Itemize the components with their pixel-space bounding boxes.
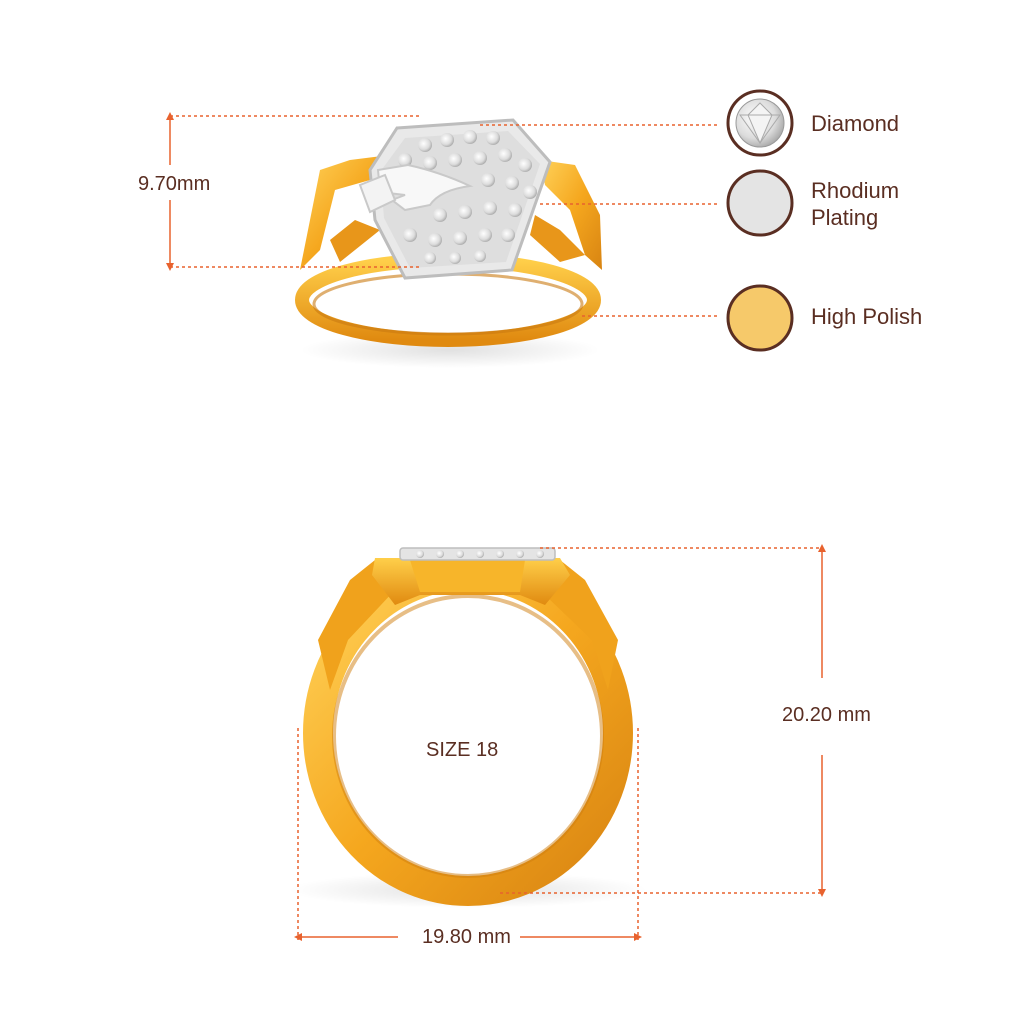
legend-polish-text: High Polish <box>811 304 923 329</box>
rhodium-swatch <box>726 169 794 237</box>
legend-polish-label: High Polish <box>811 303 922 330</box>
top-height-label: 9.70mm <box>138 173 211 195</box>
legend-diamond-text: Diamond <box>811 111 900 136</box>
dimension-arrowheads <box>166 112 826 941</box>
legend-rhodium-text-line2: Plating <box>811 205 879 230</box>
ring-front-view <box>288 547 648 908</box>
right-shoulder <box>540 160 602 270</box>
front-width-label: 19.80 mm <box>422 926 511 948</box>
left-shoulder <box>300 155 390 270</box>
dimension-guides <box>169 115 823 940</box>
legend-rhodium-label: Rhodium Plating <box>811 177 899 231</box>
gold-swatch <box>726 284 794 352</box>
pave-diamonds <box>398 130 537 264</box>
legend-swatches <box>726 89 794 352</box>
diamond-icon <box>735 98 785 148</box>
swoosh-inlay <box>376 163 474 212</box>
legend-rhodium-text-line1: Rhodium <box>811 178 900 203</box>
front-height-label: 20.20 mm <box>782 704 871 726</box>
ring-size-label: SIZE 18 <box>426 739 499 761</box>
legend-diamond-label: Diamond <box>811 110 899 137</box>
ring-top-view <box>295 118 602 368</box>
